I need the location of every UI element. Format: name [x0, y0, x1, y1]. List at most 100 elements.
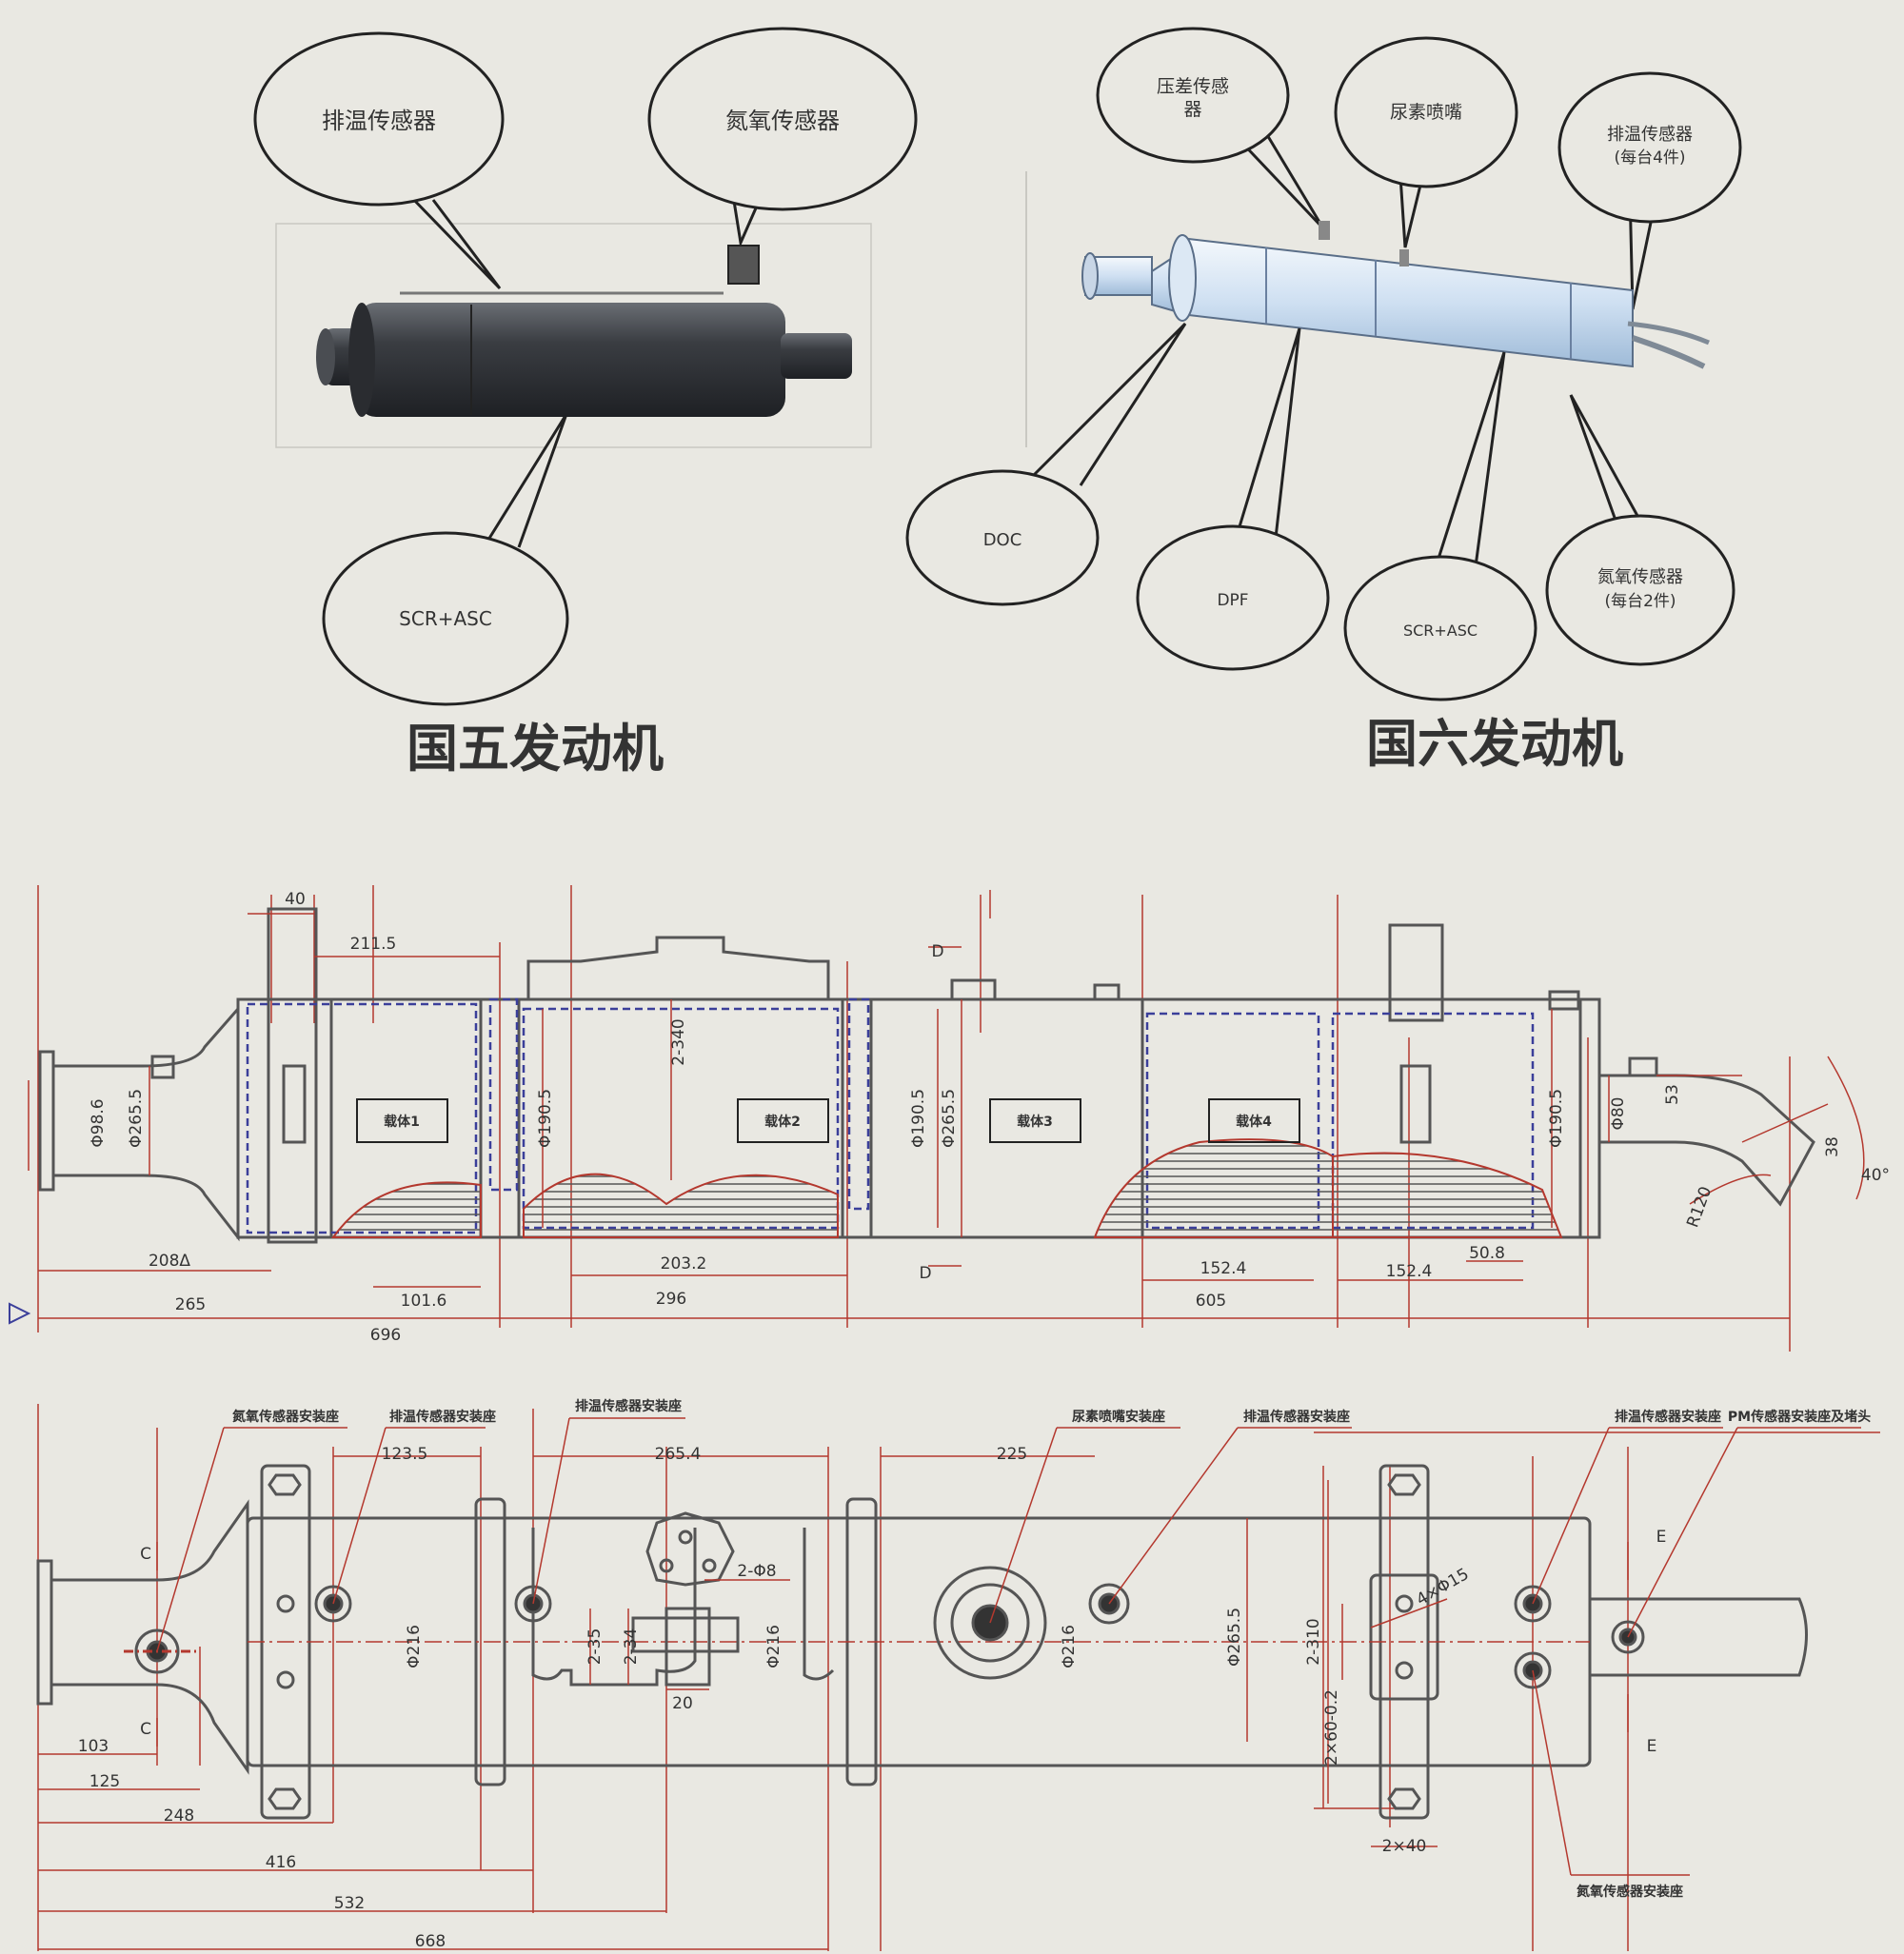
euro5-panel: 排温传感器 氮氧传感器 SCR+ASC 国五发动机 [253, 27, 918, 779]
side-view-drawing: 载体1 载体2 载体3 载体4 [9, 885, 1890, 1352]
euro5-scr-label: SCR+ASC [399, 607, 492, 630]
euro6-callout-exhaust-temp: 排温传感器 (每台4件) [1557, 71, 1742, 310]
dim-248: 248 [164, 1806, 194, 1826]
dim-296: 296 [656, 1290, 686, 1309]
euro6-diff-pressure-label-1: 压差传感 [1157, 76, 1229, 97]
dim-phi216-a: Φ216 [405, 1625, 424, 1668]
carrier-2-label: 载体2 [764, 1114, 801, 1130]
note-temp-seat-2: 排温传感器安装座 [575, 1398, 682, 1414]
dim-phi265-5: Φ265.5 [1225, 1608, 1244, 1667]
top-leader-lines [156, 1417, 1861, 1876]
dim-211-5: 211.5 [350, 935, 397, 954]
euro6-dpf-assembly [1081, 221, 1710, 369]
dim-phi216-c: Φ216 [1060, 1625, 1079, 1668]
euro5-exhaust-temp-label: 排温传感器 [322, 108, 436, 134]
note-urea-seat: 尿素喷嘴安装座 [1072, 1409, 1165, 1425]
dim-phi98-6: Φ98.6 [89, 1098, 108, 1147]
euro5-title: 国五发动机 [407, 719, 664, 779]
top-outlet [1590, 1597, 1808, 1677]
note-nox-seat-bottom: 氮氧传感器安装座 [1576, 1884, 1683, 1900]
euro5-callout-scr: SCR+ASC [322, 413, 569, 706]
top-extension-lines [37, 1404, 1880, 1951]
carrier-4-box [1208, 1098, 1300, 1143]
dim-265-4: 265.4 [655, 1445, 702, 1464]
dim-angle-40: 40° [1861, 1166, 1890, 1185]
dim-2x340: 2-340 [669, 1018, 688, 1065]
dim-2x60: 2×60-0.2 [1322, 1689, 1341, 1766]
carrier-4-label: 载体4 [1236, 1114, 1272, 1130]
top-dimension-lines [38, 1455, 1629, 1950]
euro6-callout-urea-nozzle: 尿素喷嘴 [1334, 36, 1518, 248]
side-outlet-elbow [1599, 1056, 1815, 1207]
dim-50-8: 50.8 [1469, 1244, 1505, 1263]
euro5-nox-sensor-icon [727, 245, 760, 285]
top-nozzle-mount [631, 1511, 740, 1687]
side-brackets [267, 907, 1444, 1244]
side-top-pipe [526, 936, 830, 999]
section-d-top: D [931, 942, 943, 961]
carrier-2-box [737, 1098, 829, 1143]
dim-4xphi15: 4×Φ15 [1413, 1565, 1472, 1609]
dim-123-5: 123.5 [382, 1445, 428, 1464]
top-notes: 氮氧传感器安装座 排温传感器安装座 排温传感器安装座 尿素喷嘴安装座 排温传感器… [231, 1398, 1871, 1900]
euro5-nox-label: 氮氧传感器 [725, 108, 840, 134]
dim-532: 532 [334, 1894, 365, 1913]
dim-phi80: Φ80 [1609, 1096, 1628, 1130]
section-c-top: C [140, 1545, 151, 1564]
euro5-muffler [316, 245, 852, 417]
dim-2x310: 2-310 [1304, 1618, 1323, 1665]
dim-208: 208Δ [149, 1252, 190, 1271]
euro6-callout-diff-pressure: 压差传感 器 [1096, 27, 1325, 230]
section-e-top: E [1656, 1528, 1667, 1547]
euro6-exhaust-temp-label-1: 排温传感器 [1607, 125, 1693, 145]
dim-40: 40 [285, 890, 306, 909]
dim-53: 53 [1663, 1084, 1682, 1105]
euro5-frame [275, 223, 872, 448]
dim-225: 225 [997, 1445, 1027, 1464]
section-c-bottom: C [140, 1720, 151, 1739]
euro6-urea-nozzle-label: 尿素喷嘴 [1390, 102, 1462, 123]
carrier-3-label: 载体3 [1017, 1114, 1053, 1130]
euro6-scr-label: SCR+ASC [1403, 622, 1478, 640]
note-temp-seat-4: 排温传感器安装座 [1615, 1409, 1721, 1425]
dim-668: 668 [415, 1932, 446, 1951]
dim-20: 20 [672, 1694, 693, 1713]
dim-416: 416 [266, 1853, 296, 1872]
dim-38: 38 [1823, 1136, 1842, 1157]
euro6-panel: 压差传感 器 尿素喷嘴 排温传感器 (每台4件) [905, 27, 1742, 774]
euro5-callout-nox: 氮氧传感器 [647, 27, 918, 248]
dim-phi265-5-mid: Φ265.5 [940, 1089, 959, 1148]
note-pm-seat: PM传感器安装座及堵头 [1728, 1409, 1871, 1425]
side-carrier-labels: 载体1 载体2 载体3 载体4 [356, 1098, 1300, 1143]
dim-203-2: 203.2 [661, 1254, 707, 1273]
dim-r120: R120 [1683, 1184, 1716, 1230]
top-main-body [246, 1464, 1592, 1820]
dim-2x35: 2-35 [585, 1628, 605, 1666]
euro6-callout-doc: DOC [905, 322, 1187, 606]
note-temp-seat-3: 排温传感器安装座 [1243, 1409, 1350, 1425]
top-dimension-texts: 123.5 265.4 225 C C E E 2-35 2-34 2-Φ8 Φ… [78, 1445, 1667, 1951]
side-carrier-fill [331, 1138, 1563, 1238]
euro6-nox-label-2: (每台2件) [1604, 592, 1676, 611]
dim-phi216-b: Φ216 [764, 1625, 783, 1668]
dim-phi265-5-left: Φ265.5 [127, 1089, 146, 1148]
euro6-nox-label-1: 氮氧传感器 [1597, 567, 1683, 587]
euro6-callout-dpf: DPF [1136, 327, 1330, 671]
euro6-diff-pressure-sensor-icon [1319, 221, 1330, 240]
dim-152-4-a: 152.4 [1200, 1259, 1247, 1278]
euro6-dpf-label: DPF [1217, 591, 1248, 610]
euro6-callout-nox: 氮氧传感器 (每台2件) [1545, 394, 1735, 666]
dim-2x40: 2×40 [1382, 1837, 1427, 1856]
carrier-1-box [356, 1098, 448, 1143]
datum-triangle-icon [9, 1302, 31, 1325]
side-dimension-lines [28, 890, 1865, 1319]
euro6-urea-nozzle-icon [1399, 249, 1409, 266]
euro6-doc-label: DOC [983, 530, 1022, 550]
section-e-bottom: E [1647, 1737, 1657, 1756]
euro6-diff-pressure-label-2: 器 [1183, 99, 1201, 120]
dim-2x34: 2-34 [622, 1628, 641, 1666]
dim-265: 265 [175, 1295, 206, 1314]
euro6-exhaust-temp-label-2: (每台4件) [1614, 148, 1685, 168]
